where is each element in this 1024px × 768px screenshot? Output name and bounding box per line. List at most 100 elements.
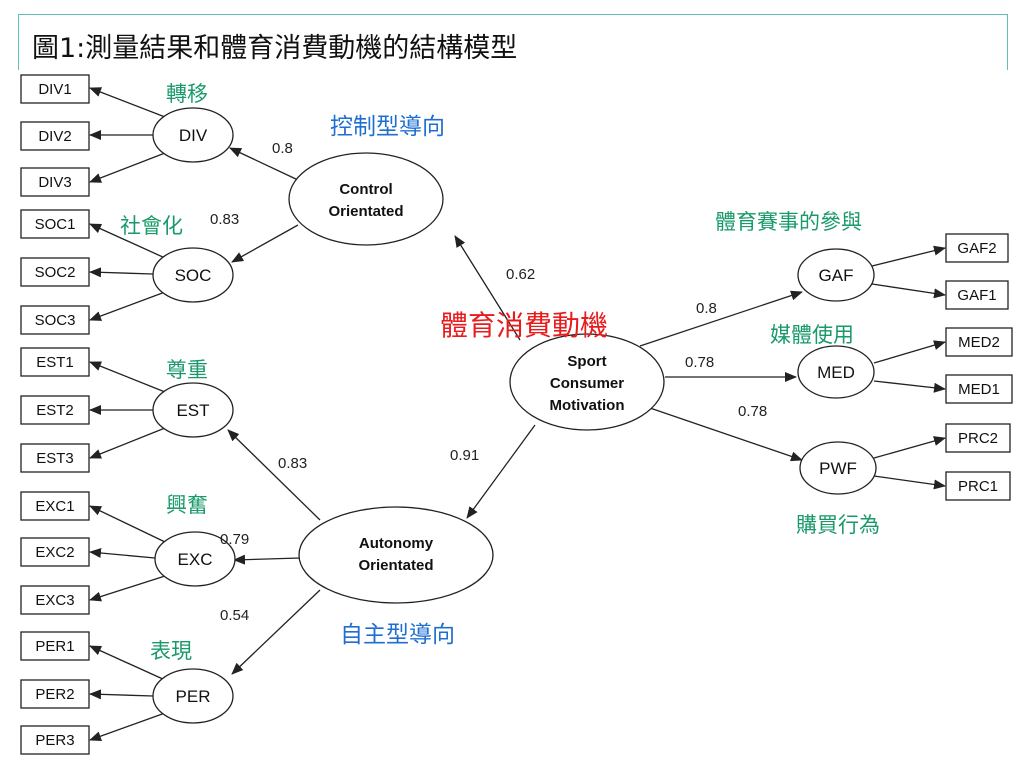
sport-label-line1: Sport: [567, 353, 606, 370]
indicator-gaf2-label: GAF2: [957, 240, 996, 257]
indicator-exc2: EXC2: [20, 537, 90, 567]
indicator-prc1: PRC1: [945, 471, 1011, 501]
indicator-per2: PER2: [20, 679, 90, 709]
indicator-div1: DIV1: [20, 74, 90, 104]
indicator-est1: EST1: [20, 347, 90, 377]
factor-soc-label: SOC: [175, 266, 212, 285]
indicator-est3-label: EST3: [36, 450, 74, 467]
indicator-med1: MED1: [945, 374, 1013, 404]
factor-gaf: GAF: [797, 248, 875, 302]
title-frame: [18, 14, 1008, 70]
indicator-gaf1: GAF1: [945, 280, 1009, 310]
edge-exc-exc1: [89, 505, 166, 543]
sport-label-line2: Consumer: [550, 375, 624, 392]
indicator-exc3-label: EXC3: [35, 592, 74, 609]
factor-per-label: PER: [176, 687, 211, 706]
edge-sport-pwf: [649, 407, 803, 462]
indicator-div3: DIV3: [20, 167, 90, 197]
indicator-med1-label: MED1: [958, 381, 1000, 398]
indicator-per1-label: PER1: [35, 638, 74, 655]
edge-sport-autonomy: [466, 424, 536, 519]
indicator-soc1: SOC1: [20, 209, 90, 239]
annotation-exc-cn: 興奮: [166, 493, 208, 517]
edge-sport-gaf: [639, 290, 803, 347]
indicator-soc3-label: SOC3: [35, 312, 76, 329]
coef-sport-autonomy: 0.91: [450, 447, 479, 464]
edge-per-per3: [89, 712, 166, 741]
factor-med: MED: [797, 345, 875, 399]
coef-sport-gaf: 0.8: [696, 300, 717, 317]
coef-autonomy-exc: 0.79: [220, 531, 249, 548]
edge-autonomy-est: [227, 429, 321, 521]
indicator-div2: DIV2: [20, 121, 90, 151]
annotation-autonomy-cn: 自主型導向: [340, 622, 455, 648]
edge-soc-soc1: [89, 223, 166, 259]
annotation-med-cn: 媒體使用: [770, 323, 854, 347]
indicator-gaf1-label: GAF1: [957, 287, 996, 304]
edge-exc-exc3: [89, 575, 166, 602]
factor-per: PER: [152, 668, 234, 724]
edge-div-div1: [89, 87, 166, 118]
indicator-est2: EST2: [20, 395, 90, 425]
indicator-prc2: PRC2: [945, 423, 1011, 453]
coef-control-soc: 0.83: [210, 211, 239, 228]
edge-div-div3: [89, 152, 166, 183]
indicator-per3: PER3: [20, 725, 90, 755]
factor-est-label: EST: [176, 401, 209, 420]
edge-est-est3: [89, 427, 166, 459]
indicator-soc3: SOC3: [20, 305, 90, 335]
indicator-div2-label: DIV2: [38, 128, 71, 145]
factor-control-orientated: Control Orientated: [288, 152, 444, 246]
factor-med-label: MED: [817, 363, 855, 382]
edge-per-per1: [89, 645, 166, 681]
indicator-div3-label: DIV3: [38, 174, 71, 191]
factor-exc-label: EXC: [178, 550, 213, 569]
factor-soc: SOC: [152, 247, 234, 303]
factor-pwf: PWF: [799, 441, 877, 495]
slide-title: 圖1:測量結果和體育消費動機的結構模型: [32, 33, 518, 64]
indicator-per1: PER1: [20, 631, 90, 661]
annotation-per-cn: 表現: [150, 639, 192, 663]
indicator-est1-label: EST1: [36, 354, 74, 371]
factor-div: DIV: [152, 107, 234, 163]
coef-control-div: 0.8: [272, 140, 293, 157]
control-label-line1: Control: [339, 181, 392, 198]
indicator-div1-label: DIV1: [38, 81, 71, 98]
edge-autonomy-per: [231, 589, 321, 675]
edge-med-med2: [873, 340, 946, 364]
edge-sport-control: [454, 235, 521, 341]
edge-soc-soc2: [89, 267, 154, 278]
indicator-exc3: EXC3: [20, 585, 90, 615]
coef-sport-pwf: 0.78: [738, 403, 767, 420]
indicator-per2-label: PER2: [35, 686, 74, 703]
edge-pwf-prc2: [873, 436, 946, 459]
indicator-prc1-label: PRC1: [958, 478, 998, 495]
indicator-soc1-label: SOC1: [35, 216, 76, 233]
factor-sport-consumer-motivation: Sport Consumer Motivation: [509, 333, 665, 431]
edge-med-med1: [873, 380, 946, 393]
coef-sport-med: 0.78: [685, 354, 714, 371]
edge-exc-exc2: [89, 548, 156, 559]
annotation-soc-cn: 社會化: [120, 214, 183, 238]
edge-gaf-gaf2: [871, 245, 946, 267]
indicator-est3: EST3: [20, 443, 90, 473]
edge-control-div: [229, 147, 299, 181]
indicator-exc1-label: EXC1: [35, 498, 74, 515]
annotation-pwf-cn: 購買行為: [796, 513, 880, 537]
indicator-soc2-label: SOC2: [35, 264, 76, 281]
edge-control-soc: [231, 224, 299, 263]
indicator-exc2-label: EXC2: [35, 544, 74, 561]
factor-exc: EXC: [154, 531, 236, 587]
coef-sport-control: 0.62: [506, 266, 535, 283]
indicator-soc2: SOC2: [20, 257, 90, 287]
sport-label-line3: Motivation: [550, 397, 625, 414]
indicator-med2: MED2: [945, 327, 1013, 357]
annotation-sport-cn: 體育消費動機: [440, 309, 608, 342]
annotation-div-cn: 轉移: [166, 82, 208, 106]
indicator-exc1: EXC1: [20, 491, 90, 521]
annotation-est-cn: 尊重: [166, 358, 208, 382]
factor-est: EST: [152, 382, 234, 438]
factor-div-label: DIV: [179, 126, 208, 145]
factor-pwf-label: PWF: [819, 459, 857, 478]
